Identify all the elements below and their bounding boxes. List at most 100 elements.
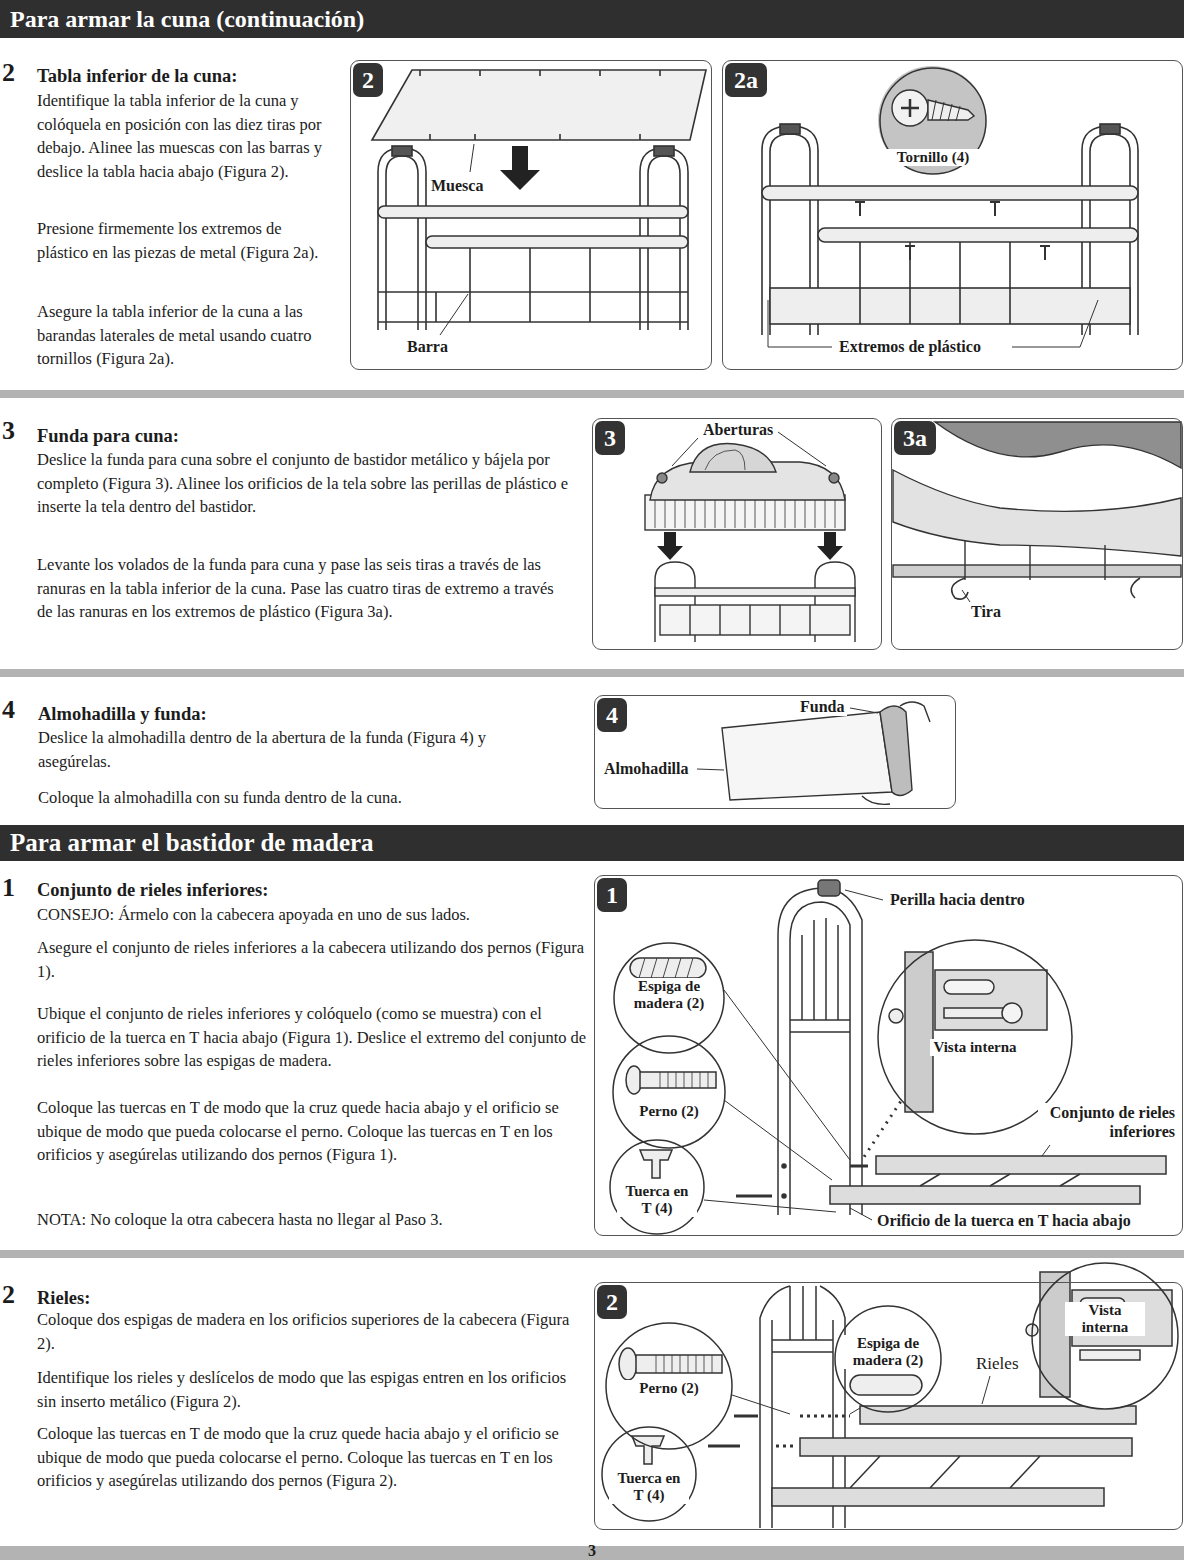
bassinet-frame-drawing — [762, 186, 1138, 200]
bassinet-cover-drawing — [657, 532, 843, 560]
bassinet-frame-drawing — [426, 236, 688, 248]
step-heading: Funda para cuna: — [37, 424, 577, 448]
separator-bar — [0, 390, 1184, 1560]
circle-outline — [610, 1140, 704, 1234]
headboard-drawing — [920, 1174, 1080, 1186]
headboard-drawing — [609, 1139, 703, 1233]
headboard-drawing — [611, 1034, 725, 1148]
screw-detail-drawing — [878, 66, 986, 174]
instruction-text: Ubique el conjunto de rieles inferiores … — [37, 1002, 587, 1073]
step-heading: Conjunto de rieles inferiores: — [37, 878, 577, 902]
strap-detail-drawing — [893, 470, 1181, 556]
bassinet-frame-drawing — [378, 148, 426, 330]
detail-callout-circle: Tornillo (4) — [879, 67, 987, 175]
bassinet-frame-drawing — [654, 146, 674, 156]
figure-number: 3a — [894, 421, 936, 455]
figure-number: 2a — [725, 63, 767, 97]
bassinet-frame-drawing — [762, 124, 1138, 347]
strap-detail-drawing — [893, 422, 1181, 602]
part-label: Tira — [968, 602, 1004, 621]
instruction-text: Identifique los rieles y deslícelos de m… — [37, 1366, 577, 1413]
instruction-text: Deslice la almohadilla dentro de la aber… — [38, 726, 518, 773]
bassinet-frame-drawing — [392, 146, 412, 156]
headboard-drawing — [818, 880, 840, 896]
bassinet-frame-drawing — [372, 70, 706, 335]
step-number: 1 — [2, 873, 32, 903]
rails-drawing — [800, 1438, 1132, 1456]
rails-drawing — [636, 1355, 722, 1373]
part-name: Espiga de madera (2) — [843, 1335, 933, 1369]
strap-detail-drawing — [893, 565, 1181, 577]
figure-panel: 2 — [350, 60, 712, 370]
page-number: 3 — [588, 1542, 596, 1560]
rails-drawing — [776, 1416, 850, 1446]
part-name: Perno (2) — [623, 1103, 715, 1120]
circle-outline — [1032, 1263, 1178, 1409]
part-name: Vista interna — [1065, 1302, 1145, 1336]
rails-drawing — [772, 1488, 1104, 1506]
part-name: Tuerca en T (4) — [617, 1183, 697, 1217]
bassinet-frame-drawing — [420, 70, 660, 140]
headboard-drawing — [660, 1072, 708, 1088]
page-heading: Para armar la cuna (continuación) — [10, 3, 364, 35]
separator-bar — [0, 390, 1184, 398]
pad-drawing — [862, 702, 930, 804]
instruction-text: Coloque las tuercas en T de modo que la … — [37, 1422, 577, 1493]
part-name: Tuerca en T (4) — [609, 1470, 689, 1504]
section-band: Para armar el bastidor de madera — [0, 825, 1184, 861]
rails-drawing — [656, 1355, 712, 1373]
part-label: Rieles — [973, 1354, 1022, 1373]
screw-detail-drawing — [928, 100, 974, 120]
figure-panel: 3 — [592, 418, 882, 650]
headboard-drawing — [782, 1194, 786, 1198]
part-label: Almohadilla — [601, 759, 691, 778]
headboard-drawing — [778, 888, 862, 1215]
part-name: Tornillo (4) — [883, 149, 983, 166]
bassinet-frame-drawing — [860, 242, 1010, 324]
rails-drawing — [1080, 1350, 1140, 1360]
figure-number: 4 — [597, 698, 627, 732]
screw-detail-drawing — [892, 90, 928, 126]
figure-number: 2 — [353, 63, 383, 97]
detail-callout-circle: Tuerca en T (4) — [601, 1426, 697, 1522]
figure-panel: 4 — [594, 695, 956, 809]
bassinet-cover-drawing — [660, 605, 850, 635]
bassinet-frame-drawing — [440, 144, 474, 335]
rails-drawing — [601, 1261, 1178, 1528]
bassinet-frame-drawing — [855, 202, 1050, 260]
headboard-drawing — [639, 958, 693, 978]
bassinet-cover-drawing — [655, 500, 835, 528]
circle-outline — [612, 1035, 726, 1149]
headboard-drawing — [935, 970, 1047, 1030]
rails-drawing — [1030, 1261, 1178, 1409]
headboard-drawing — [905, 952, 933, 1112]
pad-drawing — [697, 702, 930, 804]
instruction-text: Asegure la tabla inferior de la cuna a l… — [37, 300, 333, 371]
bassinet-cover-drawing — [645, 432, 855, 642]
detail-callout-circle: Espiga de madera (2) — [613, 942, 725, 1054]
circle-outline — [602, 1427, 696, 1521]
bassinet-frame-drawing — [372, 70, 706, 140]
headboard-drawing — [640, 1150, 672, 1178]
part-label: Conjunto de rieles inferiores — [1038, 1103, 1178, 1141]
screw-detail-drawing — [901, 99, 919, 117]
strap-detail-drawing — [965, 540, 1105, 580]
rails-drawing — [772, 1286, 833, 1352]
figure-panel: 2aTornillo (4) — [722, 60, 1183, 370]
part-label: Muesca — [428, 176, 486, 195]
detail-callout-circle: Tuerca en T (4) — [609, 1139, 705, 1235]
part-label: Extremos de plástico — [836, 337, 984, 356]
bassinet-cover-drawing — [690, 605, 810, 635]
detail-callout-circle: Espiga de madera (2) — [834, 1305, 942, 1413]
rails-drawing — [619, 1348, 637, 1380]
part-label: Barra — [404, 337, 451, 356]
figure-number: 2 — [597, 1285, 627, 1319]
circle-outline — [613, 1036, 725, 1148]
circle-outline — [1031, 1262, 1179, 1410]
header-bar — [0, 0, 1184, 38]
bassinet-cover-drawing — [705, 450, 745, 470]
bassinet-frame-drawing — [378, 321, 688, 323]
pad-drawing — [697, 708, 878, 770]
